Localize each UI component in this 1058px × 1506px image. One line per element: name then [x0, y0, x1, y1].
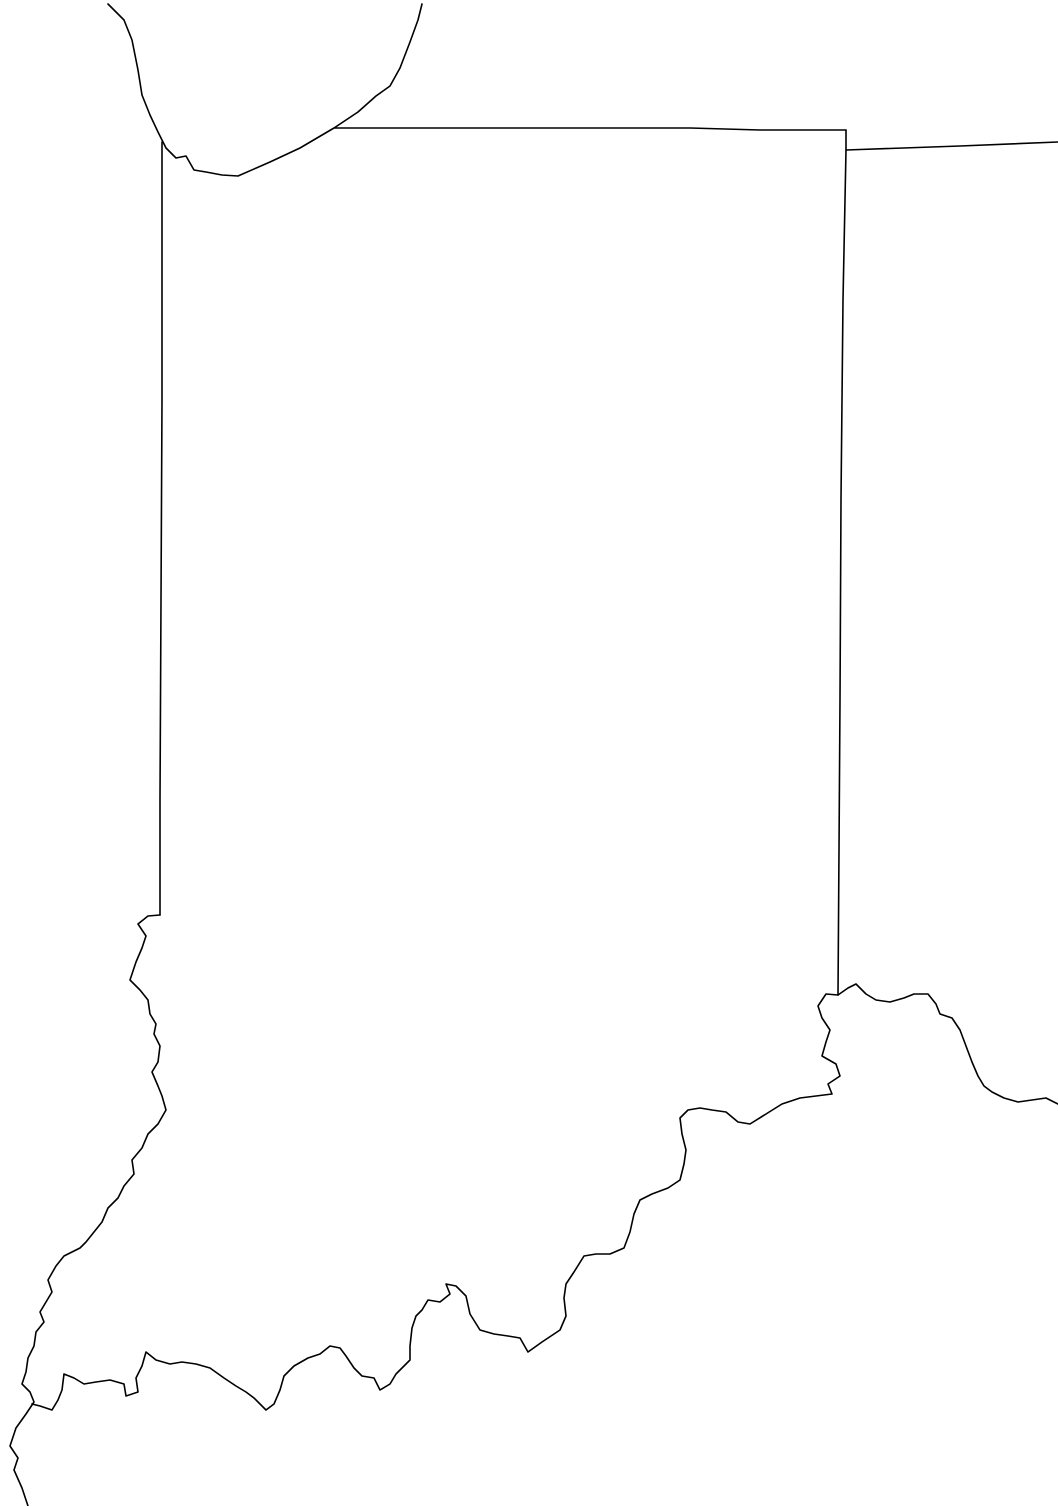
wabash-river-boundary	[9, 914, 167, 1506]
ohio-michigan-border	[845, 141, 1058, 151]
ohio-river-boundary	[31, 993, 841, 1411]
ohio-river-east-segment	[837, 983, 1058, 1105]
indiana-illinois-border	[159, 141, 163, 916]
lake-michigan-shoreline	[107, 3, 423, 177]
indiana-michigan-border	[333, 127, 847, 131]
indiana-ohio-border	[837, 129, 847, 996]
